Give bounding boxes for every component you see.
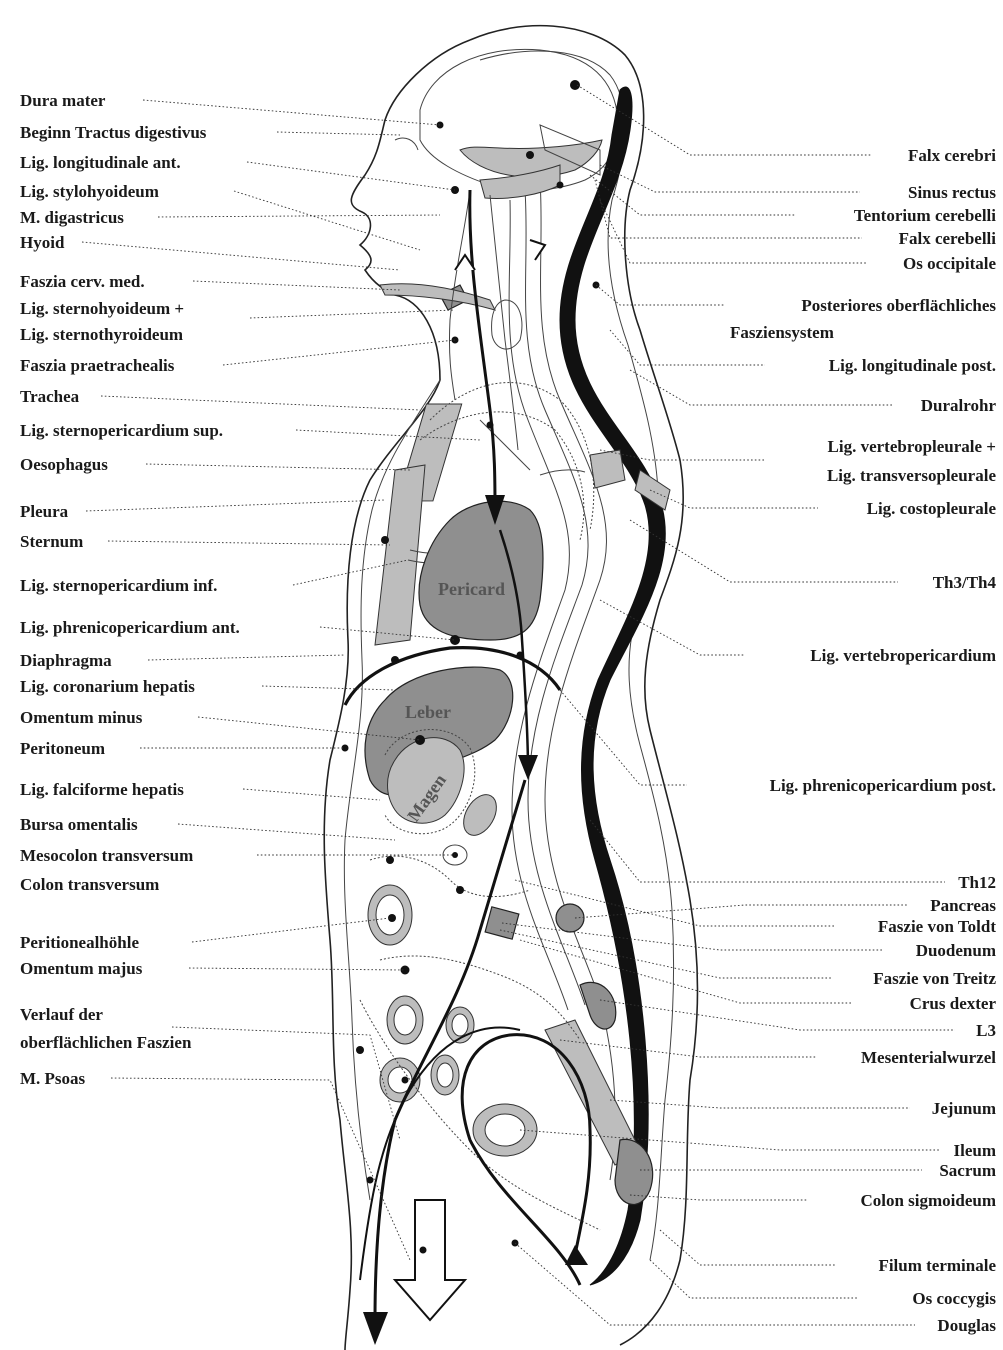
label-pleura: Pleura <box>20 502 69 521</box>
leber-label: Leber <box>405 702 451 722</box>
skull <box>395 49 618 190</box>
label-lig-sternopericardium-sup: Lig. sternopericardium sup. <box>20 421 223 440</box>
label-os-occipitale: Os occipitale <box>903 254 996 273</box>
label-th12: Th12 <box>958 873 996 892</box>
label-faszia-cerv-med: Faszia cerv. med. <box>20 272 145 291</box>
label-lig-sternopericardium-inf: Lig. sternopericardium inf. <box>20 576 217 595</box>
label-jejunum: Jejunum <box>932 1099 996 1118</box>
label-lig-sternohyoideum: Lig. sternohyoideum + <box>20 299 184 318</box>
label-omentum-majus: Omentum majus <box>20 959 143 978</box>
label-lig-coronarium-hepatis: Lig. coronarium hepatis <box>20 677 195 696</box>
label-duodenum: Duodenum <box>916 941 996 960</box>
label-lig-vertebropleurale: Lig. vertebropleurale + <box>828 437 996 456</box>
label-lig-vertebropericardium: Lig. vertebropericardium <box>810 646 996 665</box>
label-ileum: Ileum <box>954 1141 997 1160</box>
label-peritionealhoehle: Peritionealhöhle <box>20 933 139 952</box>
label-lig-falciforme-hepatis: Lig. falciforme hepatis <box>20 780 184 799</box>
label-lig-costopleurale: Lig. costopleurale <box>867 499 997 518</box>
label-bursa-omentalis: Bursa omentalis <box>20 815 138 834</box>
label-lig-longitudinale-ant: Lig. longitudinale ant. <box>20 153 181 172</box>
label-pancreas: Pancreas <box>930 896 996 915</box>
label-faszie-von-toldt: Faszie von Toldt <box>878 917 996 936</box>
label-lig-phrenicopericardium-ant: Lig. phrenicopericardium ant. <box>20 618 240 637</box>
label-mesocolon-transversum: Mesocolon transversum <box>20 846 193 865</box>
label-lig-stylohyoideum: Lig. stylohyoideum <box>20 182 159 201</box>
label-falx-cerebelli: Falx cerebelli <box>899 229 997 248</box>
label-lig-longitudinale-post: Lig. longitudinale post. <box>829 356 996 375</box>
label-mesenterialwurzel: Mesenterialwurzel <box>861 1048 996 1067</box>
labels-left: Dura mater Beginn Tractus digestivus Lig… <box>20 91 240 1088</box>
label-l3: L3 <box>976 1021 996 1040</box>
pericard-label: Pericard <box>438 579 505 599</box>
label-faszie-von-treitz: Faszie von Treitz <box>873 969 996 988</box>
label-lig-phrenicopericardium-post: Lig. phrenicopericardium post. <box>770 776 996 795</box>
label-douglas: Douglas <box>937 1316 996 1335</box>
labels-right: Falx cerebri Sinus rectus Tentorium cere… <box>730 146 996 1335</box>
label-duralrohr: Duralrohr <box>921 396 997 415</box>
label-m-digastricus: M. digastricus <box>20 208 124 227</box>
label-omentum-minus: Omentum minus <box>20 708 143 727</box>
label-diaphragma: Diaphragma <box>20 651 112 670</box>
label-beginn-tractus-digestivus: Beginn Tractus digestivus <box>20 123 207 142</box>
label-colon-transversum: Colon transversum <box>20 875 159 894</box>
label-dura-mater: Dura mater <box>20 91 106 110</box>
label-trachea: Trachea <box>20 387 80 406</box>
label-oberflaechlichen-faszien: oberflächlichen Faszien <box>20 1033 192 1052</box>
label-colon-sigmoideum: Colon sigmoideum <box>860 1191 996 1210</box>
label-lig-transversopleurale: Lig. transversopleurale <box>827 466 996 485</box>
label-sternum: Sternum <box>20 532 83 551</box>
label-hyoid: Hyoid <box>20 233 65 252</box>
label-os-coccygis: Os coccygis <box>912 1289 996 1308</box>
label-sacrum: Sacrum <box>939 1161 996 1180</box>
label-posteriores-oberflaechliches: Posteriores oberflächliches <box>801 296 996 315</box>
label-faszia-praetrachealis: Faszia praetrachealis <box>20 356 175 375</box>
label-crus-dexter: Crus dexter <box>910 994 997 1013</box>
label-oesophagus: Oesophagus <box>20 455 108 474</box>
label-peritoneum: Peritoneum <box>20 739 105 758</box>
label-fasziensystem: Fasziensystem <box>730 323 834 342</box>
label-filum-terminale: Filum terminale <box>878 1256 996 1275</box>
label-sinus-rectus: Sinus rectus <box>908 183 996 202</box>
label-th3-th4: Th3/Th4 <box>933 573 997 592</box>
label-m-psoas: M. Psoas <box>20 1069 86 1088</box>
pericard: Pericard <box>419 501 543 640</box>
label-falx-cerebri: Falx cerebri <box>908 146 996 165</box>
label-verlauf-der: Verlauf der <box>20 1005 103 1024</box>
label-lig-sternothyroideum: Lig. sternothyroideum <box>20 325 183 344</box>
label-tentorium-cerebelli: Tentorium cerebelli <box>854 206 996 225</box>
